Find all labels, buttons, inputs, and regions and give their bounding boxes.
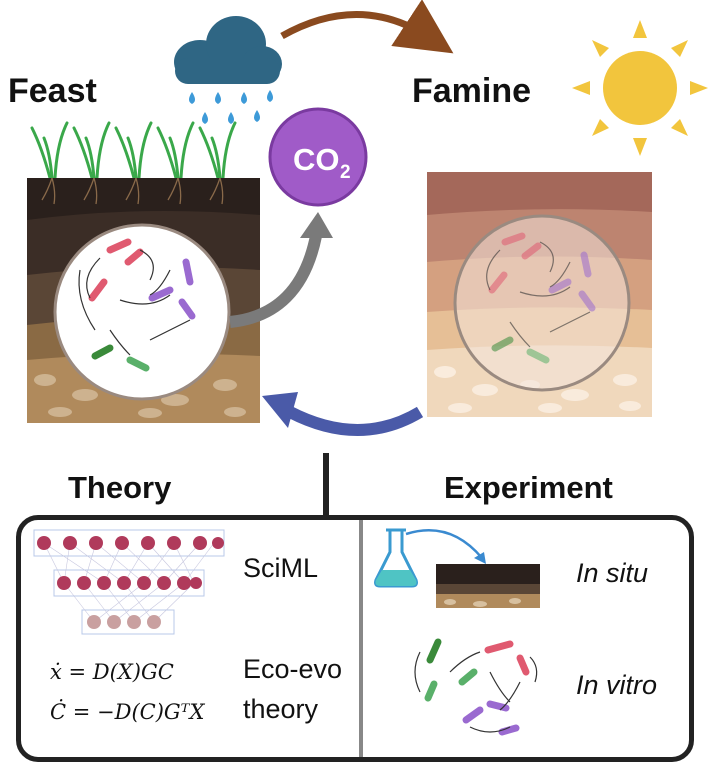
in-vitro-label: In vitro (576, 670, 658, 700)
co2-bubble-icon: CO 2 (268, 107, 368, 207)
methods-panel (16, 515, 694, 762)
equation-c-dot: Ċ = −D(C)GᵀX (50, 700, 205, 724)
equation-x-dot: ẋ = D(X)GC (50, 660, 174, 684)
feast-famine-cycle: CO 2 (27, 0, 708, 460)
famine-label: Famine (412, 72, 532, 110)
co2-release-arrow (229, 234, 322, 328)
experiment-heading: Experiment (444, 470, 613, 505)
soil-sample-icon (436, 564, 540, 608)
grass-icon (30, 121, 237, 180)
theory-experiment-link (323, 453, 329, 517)
experiment-graphics (374, 528, 540, 736)
rain-cloud-icon (174, 16, 282, 124)
feast-microbe-community (53, 223, 231, 401)
sun-icon (572, 20, 708, 156)
flask-icon (374, 528, 418, 588)
rewetting-arrow (287, 406, 424, 436)
neural-network-icon (33, 529, 225, 635)
feast-label: Feast (8, 72, 97, 110)
sciml-label: SciML (243, 553, 319, 583)
rain-to-drought-arrow (280, 0, 454, 54)
theory-heading: Theory (68, 470, 172, 505)
in-situ-label: In situ (576, 558, 649, 588)
co2-subscript: 2 (340, 162, 351, 183)
methods-divider (359, 520, 363, 757)
theory-label: theory (243, 694, 319, 724)
raindrops (189, 90, 273, 124)
famine-microbe-community (453, 214, 631, 392)
co2-label: CO (293, 142, 340, 177)
ecoevo-label: Eco-evo (243, 654, 343, 684)
bacteria-icon (414, 638, 538, 736)
